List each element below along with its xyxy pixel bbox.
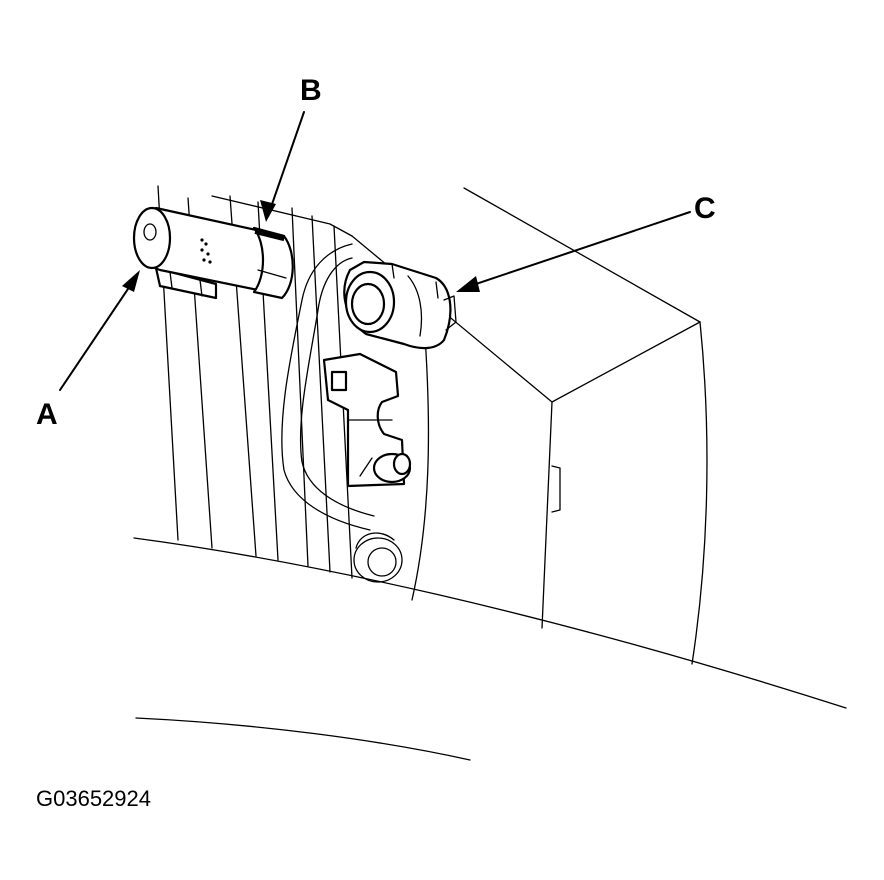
leader-c-arrowhead [456,276,480,292]
mounting-bracket [322,352,412,488]
leader-b-arrowhead [260,200,276,222]
sensor-cylinder-a [132,206,268,300]
socket-holder-c [343,260,457,350]
figure-id: G03652924 [36,786,151,811]
leader-b [269,111,305,211]
dot-pattern [200,238,212,264]
leader-a-arrowhead [122,270,140,292]
leader-c [469,211,691,287]
leader-a [59,279,135,391]
callout-leaders [59,111,691,391]
callout-label-b: B [300,74,322,107]
collar-b [252,226,294,300]
wire-harness [281,243,403,583]
callout-label-c: C [694,192,716,225]
callout-label-a: A [36,398,58,431]
